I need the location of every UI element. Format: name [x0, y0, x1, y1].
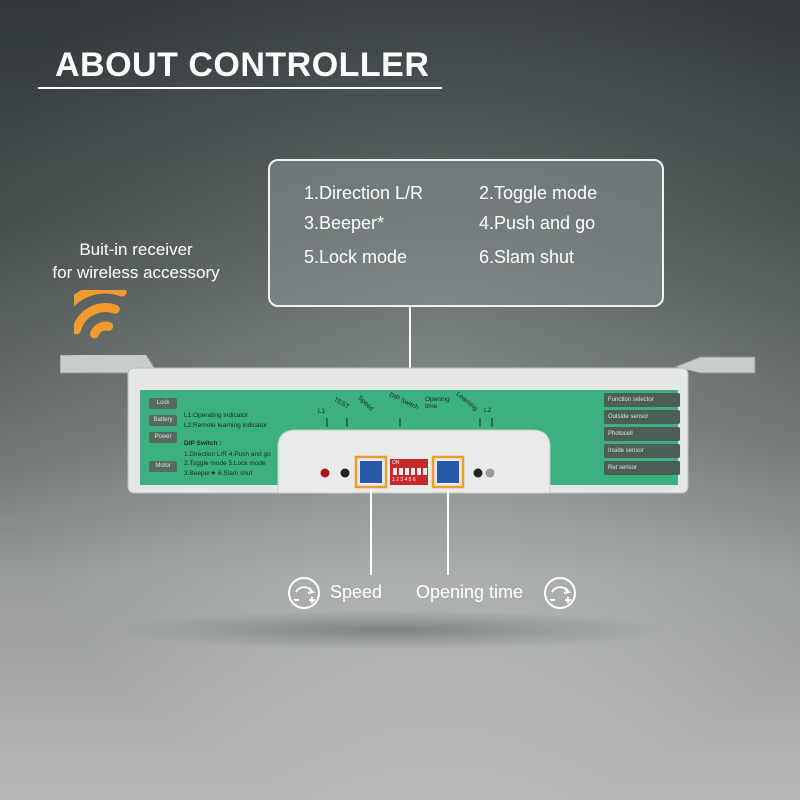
dip-function-5: 5.Lock mode	[304, 247, 408, 267]
panel-power-label: Power	[149, 432, 177, 443]
opening-time-label: Opening time	[416, 582, 524, 602]
panel-dip-heading: DIP Switch :	[184, 440, 222, 447]
panel-dip-numbers: 1 2 3 4 5 6	[392, 477, 416, 483]
page-title: ABOUT CONTROLLER	[55, 46, 430, 84]
dip-callout-line	[409, 307, 411, 407]
speed-callout-line	[370, 489, 372, 575]
receiver-caption-line2: for wireless accessory	[52, 263, 220, 282]
speed-dial-icon	[288, 577, 320, 609]
speed-label: Speed	[330, 582, 383, 602]
title-underline	[38, 87, 442, 89]
dip-function-3: 3.Beeper*	[304, 213, 385, 233]
dip-function-1: 1.Direction L/R	[304, 183, 424, 203]
panel-dip-line-1: 1.Direction L/R 4.Push and go	[184, 451, 271, 458]
panel-dip-line-2: 2.Toggle mode 5.Lock mode	[184, 460, 266, 467]
panel-inside-sensor: Inside sensor	[604, 444, 680, 458]
panel-label-l1: L1	[318, 408, 326, 415]
receiver-caption-line1: Buit-in receiver	[79, 240, 193, 259]
dip-function-box: 1.Direction L/R 2.Toggle mode 3.Beeper* …	[268, 159, 664, 307]
panel-dip-line-3: 3.Beeper★ 6.Slam shut	[184, 470, 253, 477]
controller-device	[60, 355, 756, 494]
panel-label-opening-time: Opening time	[425, 396, 450, 410]
dip-function-2: 2.Toggle mode	[479, 183, 598, 203]
floor-shadow	[110, 610, 670, 650]
panel-function-selector: Function selector	[604, 393, 680, 407]
panel-battery-label: Battery	[149, 415, 177, 426]
panel-motor-label: Motor	[149, 461, 177, 472]
panel-dip-on-label: ON	[392, 460, 400, 466]
panel-legend-l1: L1:Operating indicator	[184, 412, 248, 419]
panel-label-l2: L2	[484, 407, 492, 414]
panel-outside-sensor: Outside sensor	[604, 410, 680, 424]
panel-ret-sensor: Ret sensor	[604, 461, 680, 475]
panel-photocell: Photocell	[604, 427, 680, 441]
dip-function-4: 4.Push and go	[479, 213, 596, 233]
wifi-signal-icon	[74, 290, 127, 339]
opening-time-callout-line	[447, 489, 449, 575]
opening-time-dial-icon	[544, 577, 576, 609]
panel-legend-l2: L2:Remote learning indicator	[184, 422, 268, 429]
receiver-caption: Buit-in receiver for wireless accessory	[20, 238, 252, 284]
panel-lock-label: Lock	[149, 398, 177, 409]
dip-function-6: 6.Slam shut	[479, 247, 575, 267]
